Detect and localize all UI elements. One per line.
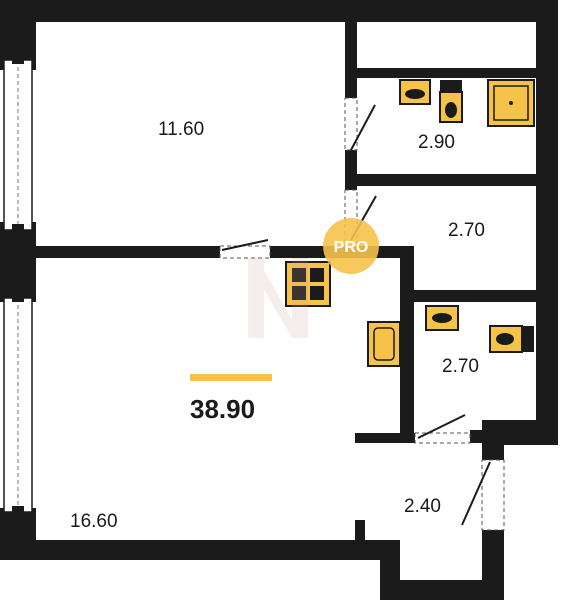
burner-3-icon [292,286,306,300]
total-area: 38.90 [190,394,255,424]
pro-badge-text: PRO [334,239,369,256]
doors [219,97,505,531]
room-label-storage: 2.70 [448,220,485,241]
room-label-top: 11.60 [158,119,204,140]
wall-left-mid [0,222,36,302]
door-entrance-opening [481,459,505,531]
pro-badge-circle [323,218,379,274]
wall-hall-top-right [470,430,495,443]
sink-basin-icon [405,89,425,99]
door-bath-mid-opening [414,432,471,444]
wall-bath-mid-left [400,246,414,436]
burner-2-icon [310,268,324,282]
door-bath-top-leaf [350,104,376,151]
wall-middle-left [0,246,220,258]
wall-inner-v1 [345,0,357,98]
wall-right [536,0,558,445]
wall-storage-bottom [400,290,545,302]
toilet-tank-icon [440,80,462,92]
total-area-accent-bar [190,374,272,381]
door-middle-leaf [221,239,269,251]
shower-drain-icon [509,101,513,105]
wall-inner-h-top [345,68,545,78]
window-bottom-cap [12,296,24,302]
watermark-logo-icon [248,258,308,338]
wall-bottom-stub [355,520,365,550]
wall-top [0,0,558,22]
room-label-hall: 2.40 [404,496,441,517]
door-entrance-leaf [461,461,491,526]
window-top-cap2 [12,224,24,230]
wall-bottom-right [380,580,504,600]
kitchen-sink-basin-icon [373,327,395,361]
room-label-bottom: 16.60 [70,511,118,532]
wall-bottom [0,540,400,560]
pro-badge: PRO [323,218,379,274]
toilet-bowl-icon [445,102,457,118]
sink-mid-basin-icon [432,313,452,323]
door-bath-mid-leaf [417,414,466,439]
windows [3,58,33,513]
fixtures [285,79,535,367]
room-label-bath-mid: 2.70 [442,356,479,377]
burner-1-icon [292,268,306,282]
shower-tray-icon [493,85,529,121]
wall-hall-top-left [355,433,415,443]
window-bottom-cap2 [12,506,24,512]
wall-inner-h-mid [345,174,545,186]
room-label-bath-top: 2.90 [418,132,455,153]
sink-mid-icon [425,305,459,331]
toilet-mid-tank-icon [522,326,534,352]
burner-4-icon [310,286,324,300]
toilet-mid-bowl-icon [496,333,514,345]
window-top-cap [12,58,24,64]
